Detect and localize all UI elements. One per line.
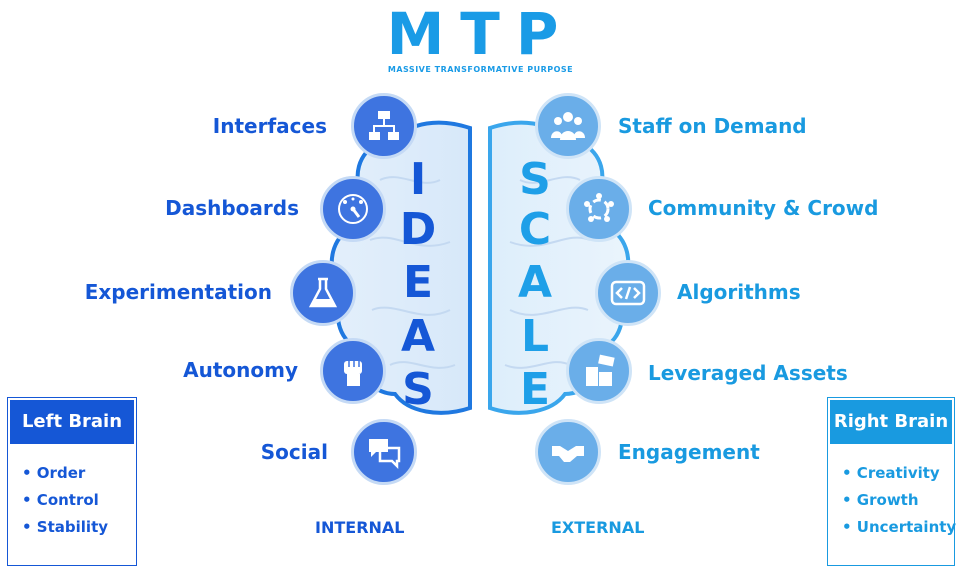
mtp-subtitle: MASSIVE TRANSFORMATIVE PURPOSE (387, 65, 574, 74)
code-icon (610, 280, 646, 306)
list-item: • Order (22, 464, 86, 482)
left-brain-box: Left Brain • Order • Control • Stability (7, 397, 137, 566)
scale-letter-l: L (520, 311, 550, 362)
list-item: • Stability (22, 518, 109, 536)
ideas-letter-i: I (409, 154, 427, 205)
right-label-staff-on-demand: Staff on Demand (618, 114, 807, 138)
scale-letter-s: S (519, 154, 551, 205)
external-label: EXTERNAL (551, 518, 645, 537)
right-brain-list: • Creativity • Growth • Uncertainty (828, 446, 957, 541)
right-label-community-crowd: Community & Crowd (648, 196, 879, 220)
scale-letter-e: E (519, 364, 551, 415)
right-label-leveraged-assets: Leveraged Assets (648, 361, 848, 385)
ideas-letter-s: S (402, 364, 434, 415)
list-item: • Control (22, 491, 99, 509)
fist-icon (344, 361, 362, 386)
right-label-algorithms: Algorithms (677, 280, 801, 304)
scale-letter-a: A (517, 257, 553, 308)
rental-boxes-icon (586, 354, 615, 386)
social-circle (351, 419, 417, 485)
list-item: • Creativity (842, 464, 940, 482)
right-brain-box: Right Brain • Creativity • Growth • Unce… (827, 397, 957, 566)
left-label-social: Social (260, 440, 328, 464)
community-circle-icon (584, 193, 614, 222)
ideas-letter-e: E (402, 257, 434, 308)
algorithms-circle (595, 260, 661, 326)
right-brain-title: Right Brain (830, 400, 952, 444)
handshake-icon (552, 446, 584, 462)
experimentation-circle (290, 260, 356, 326)
community-crowd-circle (566, 176, 632, 242)
ideas-letter-a: A (400, 311, 436, 362)
engagement-circle (535, 419, 601, 485)
list-item: • Growth (842, 491, 919, 509)
staff-on-demand-circle (535, 93, 601, 159)
gauge-icon (338, 194, 368, 224)
left-label-interfaces: Interfaces (212, 114, 327, 138)
flowchart-icon (369, 111, 399, 140)
autonomy-circle (320, 338, 386, 404)
left-brain-title: Left Brain (10, 400, 134, 444)
flask-icon (308, 277, 338, 308)
scale-letter-c: C (518, 204, 552, 255)
right-label-engagement: Engagement (618, 440, 760, 464)
internal-label: INTERNAL (315, 518, 405, 537)
list-item: • Uncertainty (842, 518, 957, 536)
dashboards-circle (320, 176, 386, 242)
ideas-letter-d: D (399, 204, 437, 255)
chat-bubbles-icon (369, 439, 401, 470)
left-label-dashboards: Dashboards (165, 196, 299, 220)
people-group-icon (551, 112, 585, 140)
left-brain-list: • Order • Control • Stability (8, 446, 136, 541)
mtp-title: MTP (386, 0, 575, 68)
leveraged-assets-circle (566, 338, 632, 404)
left-label-autonomy: Autonomy (183, 358, 298, 382)
interfaces-circle (351, 93, 417, 159)
left-label-experimentation: Experimentation (84, 280, 272, 304)
